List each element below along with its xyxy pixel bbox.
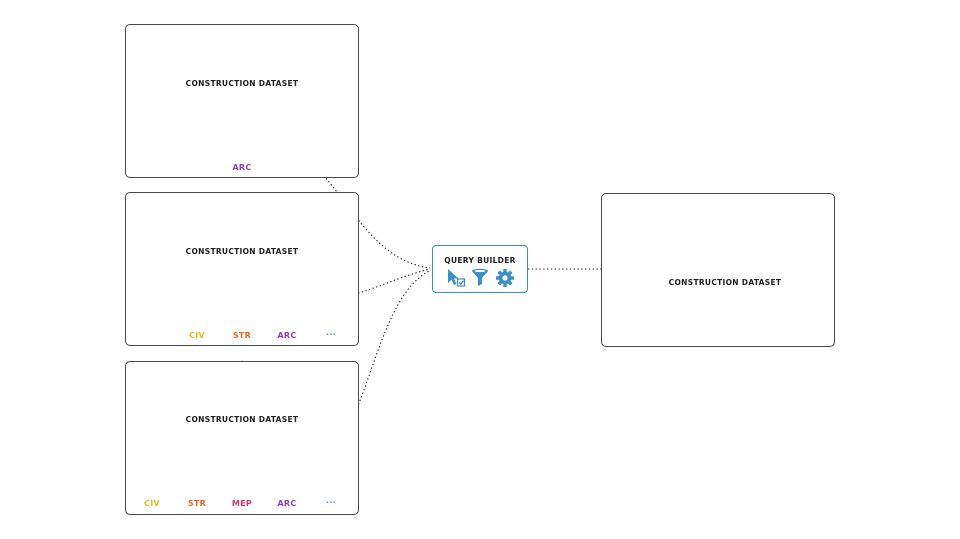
source-panel-2 — [125, 192, 359, 346]
discipline-label-str: STR — [232, 331, 252, 340]
query-builder-title: QUERY BUILDER — [444, 256, 516, 265]
dataset-label: CONSTRUCTION DATASET — [185, 247, 299, 256]
gear-icon — [496, 269, 514, 287]
output-panel — [601, 193, 835, 347]
cursor-select-icon — [448, 269, 466, 287]
discipline-label-arc: ARC — [232, 163, 252, 172]
connector-arc-2 — [301, 268, 431, 304]
discipline-label-civ: CIV — [189, 331, 205, 340]
discipline-label-arc: ARC — [277, 331, 297, 340]
discipline-label-civ: CIV — [144, 499, 160, 508]
source-panel-3 — [125, 361, 359, 515]
dataset-label: CONSTRUCTION DATASET — [185, 415, 299, 424]
discipline-label-arc: ARC — [277, 499, 297, 508]
source-panel-1 — [125, 24, 359, 178]
discipline-label-more: ... — [325, 496, 337, 505]
discipline-label-str: STR — [187, 499, 207, 508]
filter-funnel-icon — [472, 268, 488, 286]
dataset-label: CONSTRUCTION DATASET — [668, 278, 782, 287]
discipline-label-mep: MEP — [231, 499, 253, 508]
query-builder-node: QUERY BUILDER — [432, 245, 528, 293]
discipline-label-more: ... — [325, 328, 337, 337]
dataset-label: CONSTRUCTION DATASET — [185, 79, 299, 88]
